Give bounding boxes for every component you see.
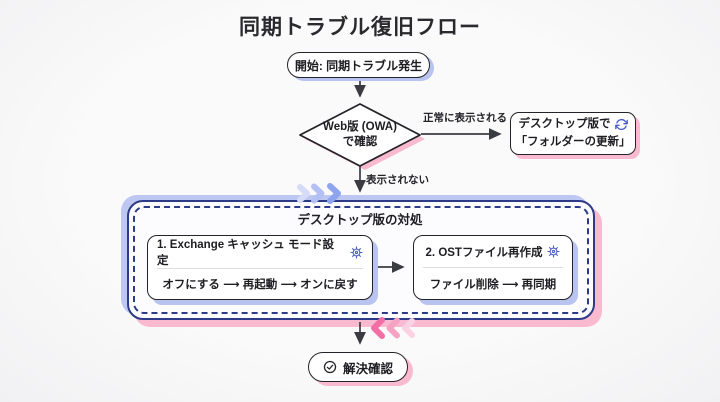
step1-node: 1. Exchange キャッシュ モード設定 オフにする ⟶ 再起動 ⟶ オン… bbox=[147, 235, 373, 300]
gear-icon bbox=[350, 245, 363, 259]
check-circle-icon bbox=[323, 360, 337, 374]
decision-line1: Web版 (OWA) bbox=[323, 121, 397, 134]
refresh-node-line2: 「フォルダーの更新」 bbox=[515, 135, 631, 148]
edge-label-fail: 表示されない bbox=[366, 174, 429, 186]
refresh-folder-node: デスクトップ版で 「フォルダーの更新」 bbox=[510, 112, 636, 155]
step2-body: ファイル削除 ⟶ 再同期 bbox=[429, 278, 557, 291]
end-node: 解決確認 bbox=[308, 352, 408, 382]
step1-body: オフにする ⟶ 再起動 ⟶ オンに戻す bbox=[162, 279, 358, 291]
group-dashed-border bbox=[133, 206, 589, 314]
step1-title: 1. Exchange キャッシュ モード設定 bbox=[157, 239, 335, 267]
step2-title: 2. OSTファイル再作成 bbox=[425, 246, 543, 259]
step2-node: 2. OSTファイル再作成 ファイル削除 ⟶ 再同期 bbox=[413, 235, 573, 300]
edge-label-success: 正常に表示される bbox=[423, 112, 507, 124]
decision-line2: で確認 bbox=[342, 136, 378, 148]
group-title: デスクトップ版の対処 bbox=[297, 213, 423, 227]
refresh-icon bbox=[614, 118, 628, 131]
chevrons-pink-icon bbox=[371, 317, 415, 339]
start-node: 開始: 同期トラブル発生 bbox=[287, 52, 430, 78]
decision-node: Web版 (OWA) で確認 bbox=[300, 104, 420, 166]
page-title: 同期トラブル復旧フロー bbox=[239, 16, 481, 39]
start-node-label: 開始: 同期トラブル発生 bbox=[294, 58, 423, 73]
gear-icon bbox=[547, 245, 561, 258]
end-node-label: 解決確認 bbox=[342, 361, 393, 376]
refresh-node-line1: デスクトップ版で bbox=[518, 118, 611, 131]
chevrons-blue-icon bbox=[297, 183, 341, 204]
